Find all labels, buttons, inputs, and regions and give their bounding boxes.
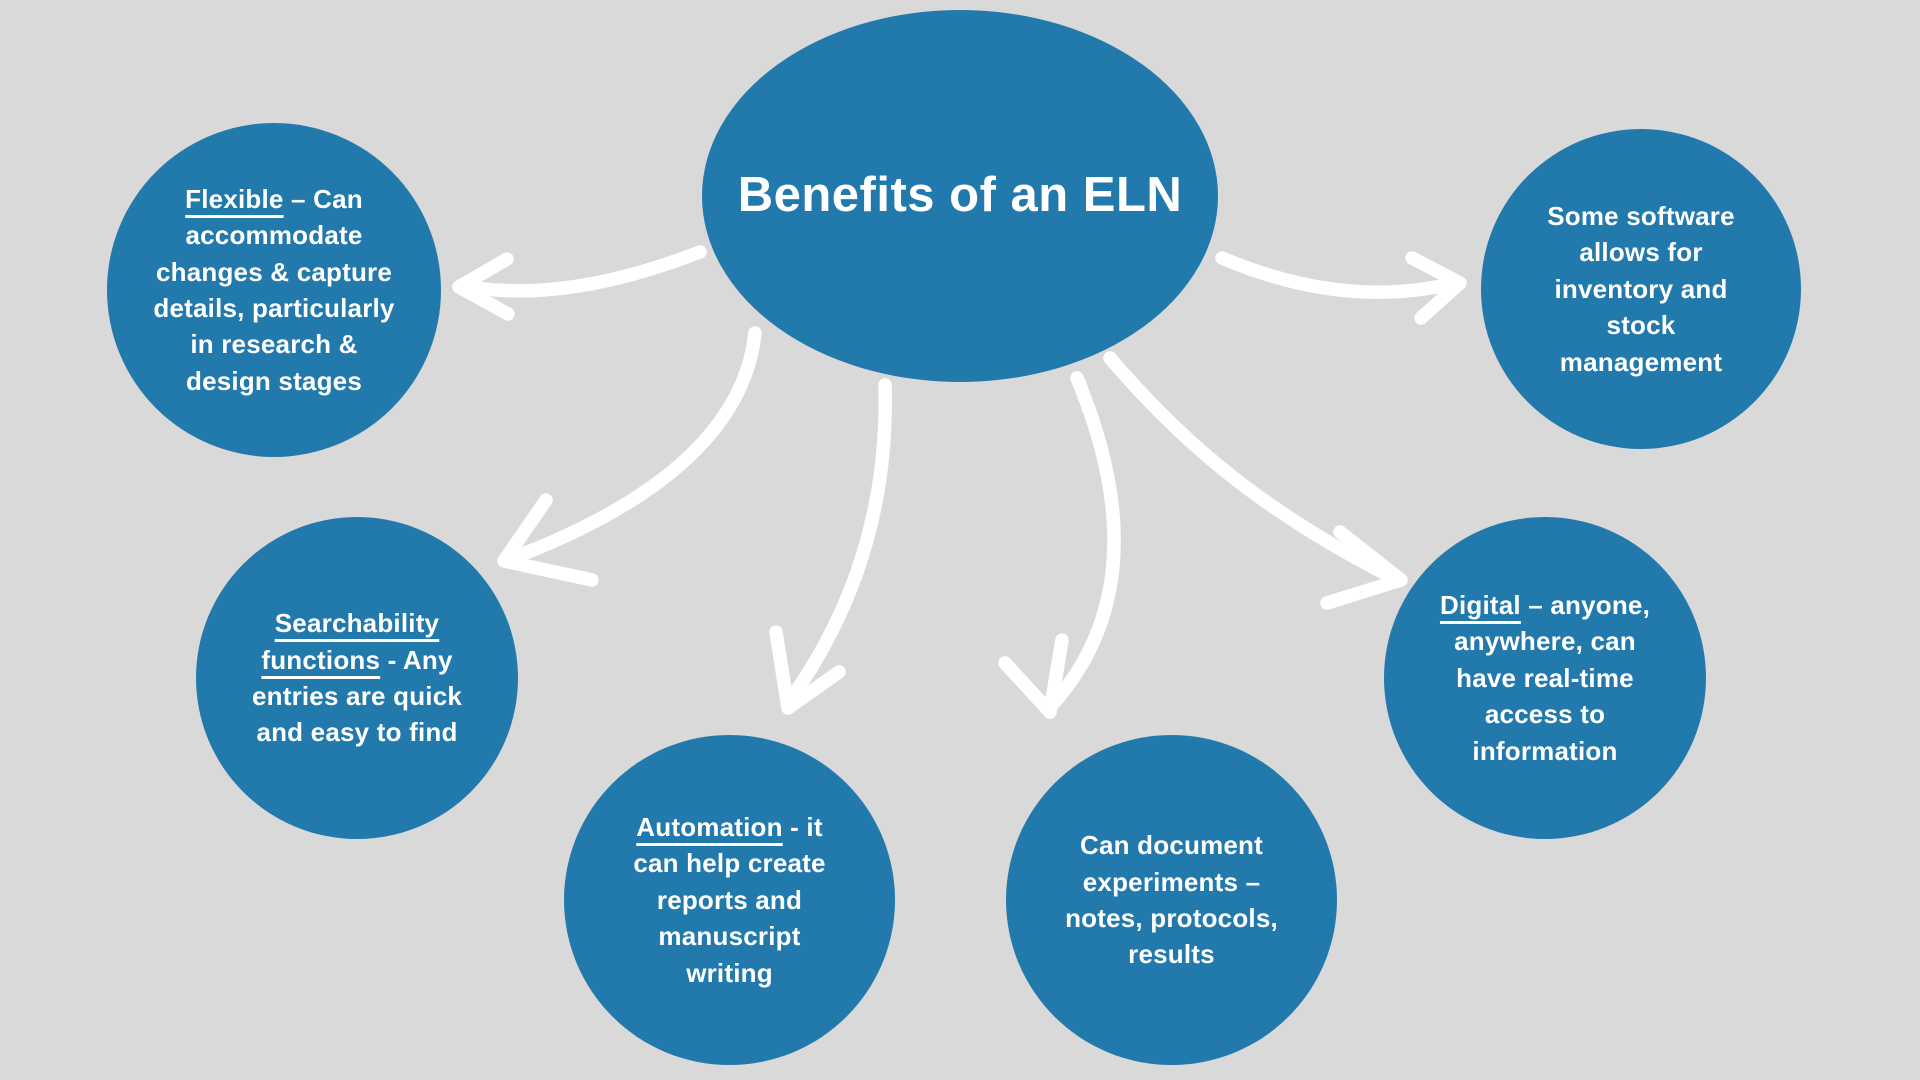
node-digital-description: – anyone, anywhere, can have real-time a… xyxy=(1454,590,1650,766)
node-searchability-text: Searchability functions - Any entries ar… xyxy=(252,605,462,751)
node-document-text: Can document experiments – notes, protoc… xyxy=(1065,827,1278,973)
node-flexible-keyword: Flexible xyxy=(185,183,284,214)
node-document-description: Can document experiments – notes, protoc… xyxy=(1065,830,1278,970)
node-searchability-description: - Any entries are quick and easy to find xyxy=(251,644,463,748)
arrow-to-flexible xyxy=(452,245,707,321)
node-searchability: Searchability functions - Any entries ar… xyxy=(196,517,518,839)
node-searchability-keyword: Searchability functions xyxy=(261,608,440,675)
node-software: Some software allows for inventory and s… xyxy=(1481,129,1801,449)
arrow-to-searchability xyxy=(497,326,762,587)
node-software-description: Some software allows for inventory and s… xyxy=(1547,201,1735,377)
node-digital-text: Digital – anyone, anywhere, can have rea… xyxy=(1440,587,1650,769)
node-document: Can document experiments – notes, protoc… xyxy=(1006,735,1337,1065)
node-digital: Digital – anyone, anywhere, can have rea… xyxy=(1384,517,1706,839)
node-digital-keyword: Digital xyxy=(1439,590,1521,621)
node-software-text: Some software allows for inventory and s… xyxy=(1547,198,1735,380)
central-node: Benefits of an ELN xyxy=(702,10,1218,382)
node-automation-description: - it can help create reports and manuscr… xyxy=(633,812,826,988)
node-automation-text: Automation - it can help create reports … xyxy=(633,809,825,991)
node-flexible: Flexible – Can accommodate changes & cap… xyxy=(107,123,441,457)
arrow-to-software xyxy=(1215,251,1467,325)
arrow-to-automation xyxy=(769,378,892,715)
arrow-to-document xyxy=(998,371,1121,719)
arrow-to-digital xyxy=(1103,351,1408,610)
node-flexible-text: Flexible – Can accommodate changes & cap… xyxy=(153,181,394,399)
node-automation-keyword: Automation xyxy=(636,812,783,843)
node-flexible-description: – Can accommodate changes & capture deta… xyxy=(153,183,395,396)
diagram-title: Benefits of an ELN xyxy=(737,168,1183,223)
node-automation: Automation - it can help create reports … xyxy=(564,735,895,1065)
